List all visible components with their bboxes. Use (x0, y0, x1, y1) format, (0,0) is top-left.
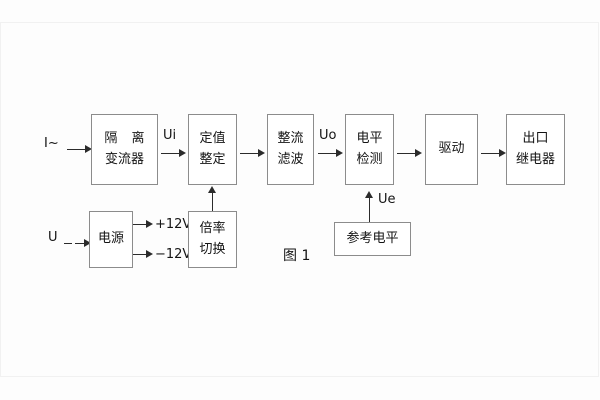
diagram-frame (0, 22, 599, 377)
drive-to-relay-line (481, 153, 501, 154)
setpoint-adjust-block: 定值 整定 (188, 114, 237, 185)
multiplier-to-setpoint-line (212, 192, 213, 211)
power-supply-line-1: 电源 (97, 231, 124, 247)
rectify-filter-line-2: 滤波 (277, 151, 304, 167)
multiplier-switch-line-1: 倍率 (199, 221, 226, 237)
signal-ue-label: Ue (378, 192, 396, 207)
voltage-input-label: U (48, 230, 58, 245)
rail-positive-line (133, 224, 149, 225)
drive-to-relay-arrowhead (499, 148, 506, 157)
current-input-label: I~ (44, 136, 59, 151)
setpoint-to-rectify-arrowhead (258, 148, 265, 157)
level-detect-block: 电平 检测 (345, 114, 394, 185)
voltage-input-arrowhead (84, 238, 91, 247)
multiplier-switch-block: 倍率 切换 (188, 211, 237, 268)
rail-negative-line (133, 254, 149, 255)
signal-ui-label: Ui (163, 128, 177, 143)
level-to-drive-arrowhead (415, 148, 422, 157)
signal-uo-label: Uo (319, 128, 337, 143)
ui-arrowhead (179, 148, 186, 157)
ui-line (161, 153, 181, 154)
isolation-transformer-block: 隔 离 变流器 (91, 114, 158, 185)
reference-level-block: 参考电平 (334, 222, 411, 256)
drive-line-1: 驱动 (438, 141, 465, 157)
rail-negative-arrowhead (146, 249, 153, 258)
setpoint-to-rectify-line (240, 153, 260, 154)
figure-caption: 图 1 (283, 248, 311, 264)
output-relay-line-1: 出口 (522, 131, 549, 147)
isolation-transformer-line-1: 隔 离 (104, 131, 150, 147)
voltage-input-dash (64, 243, 72, 244)
rail-positive-label: +12V (155, 217, 192, 232)
current-input-line (67, 149, 87, 150)
rectify-filter-block: 整流 滤波 (267, 114, 314, 185)
uo-line (318, 153, 338, 154)
reference-to-level-line (369, 197, 370, 222)
multiplier-switch-line-2: 切换 (199, 241, 226, 257)
rail-positive-arrowhead (146, 219, 153, 228)
multiplier-to-setpoint-arrowhead (208, 186, 216, 193)
rectify-filter-line-1: 整流 (277, 131, 304, 147)
output-relay-block: 出口 继电器 (506, 114, 565, 185)
level-to-drive-line (397, 153, 417, 154)
level-detect-line-2: 检测 (356, 151, 383, 167)
output-relay-line-2: 继电器 (515, 151, 555, 167)
isolation-transformer-line-2: 变流器 (104, 151, 144, 167)
setpoint-adjust-line-2: 整定 (199, 151, 226, 167)
reference-to-level-arrowhead (365, 191, 373, 198)
uo-arrowhead (336, 148, 343, 157)
current-input-arrowhead (85, 144, 92, 153)
voltage-input-line (75, 243, 86, 244)
level-detect-line-1: 电平 (356, 131, 383, 147)
drive-block: 驱动 (425, 114, 478, 185)
setpoint-adjust-line-1: 定值 (199, 131, 226, 147)
reference-level-line-1: 参考电平 (346, 230, 399, 246)
power-supply-block: 电源 (89, 211, 133, 268)
rail-negative-label: −12V (155, 247, 192, 262)
